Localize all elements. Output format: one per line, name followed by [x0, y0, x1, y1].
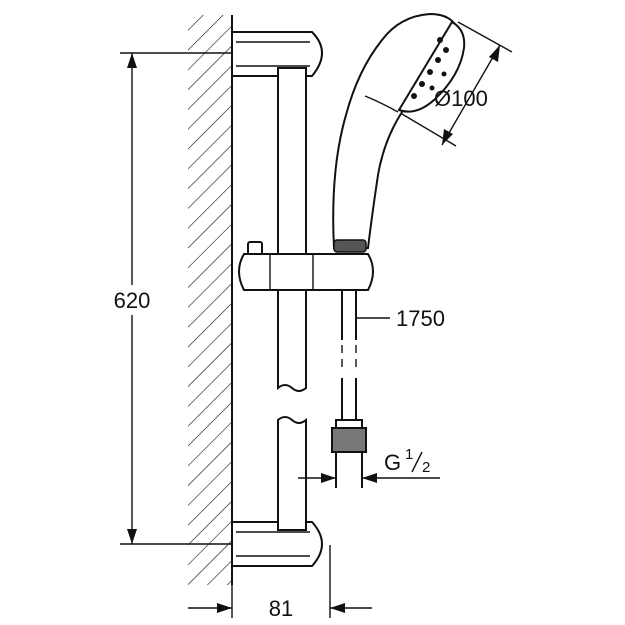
top-wall-bracket — [231, 31, 323, 77]
rail-upper — [277, 67, 307, 392]
bottom-wall-bracket — [231, 521, 323, 567]
hose-length-label: 1750 — [396, 306, 445, 331]
wall-hatching — [188, 15, 232, 585]
wall — [188, 15, 233, 585]
width-dimension-label: 81 — [269, 596, 293, 621]
height-dimension-label: 620 — [114, 288, 151, 313]
thread-denominator: 2 — [422, 459, 430, 476]
width-dimension: 81 — [188, 545, 372, 621]
spray-nozzles — [411, 37, 449, 99]
thread-numerator: 1 — [405, 446, 413, 463]
thread-letter: G — [384, 450, 401, 475]
diameter-dimension-label: Ø100 — [434, 86, 488, 111]
height-dimension: 620 — [104, 52, 232, 545]
thread-dimension: G 1 2 — [298, 446, 440, 483]
hose-length-leader: 1750 — [356, 306, 445, 331]
shower-head-face — [397, 20, 466, 113]
diameter-dimension: Ø100 — [401, 21, 513, 147]
hand-shower — [332, 12, 466, 253]
rail-lower — [277, 416, 307, 531]
hose — [341, 290, 357, 420]
slider-holder — [238, 241, 374, 291]
shower-connector — [333, 239, 367, 253]
hose-nut — [331, 419, 367, 488]
